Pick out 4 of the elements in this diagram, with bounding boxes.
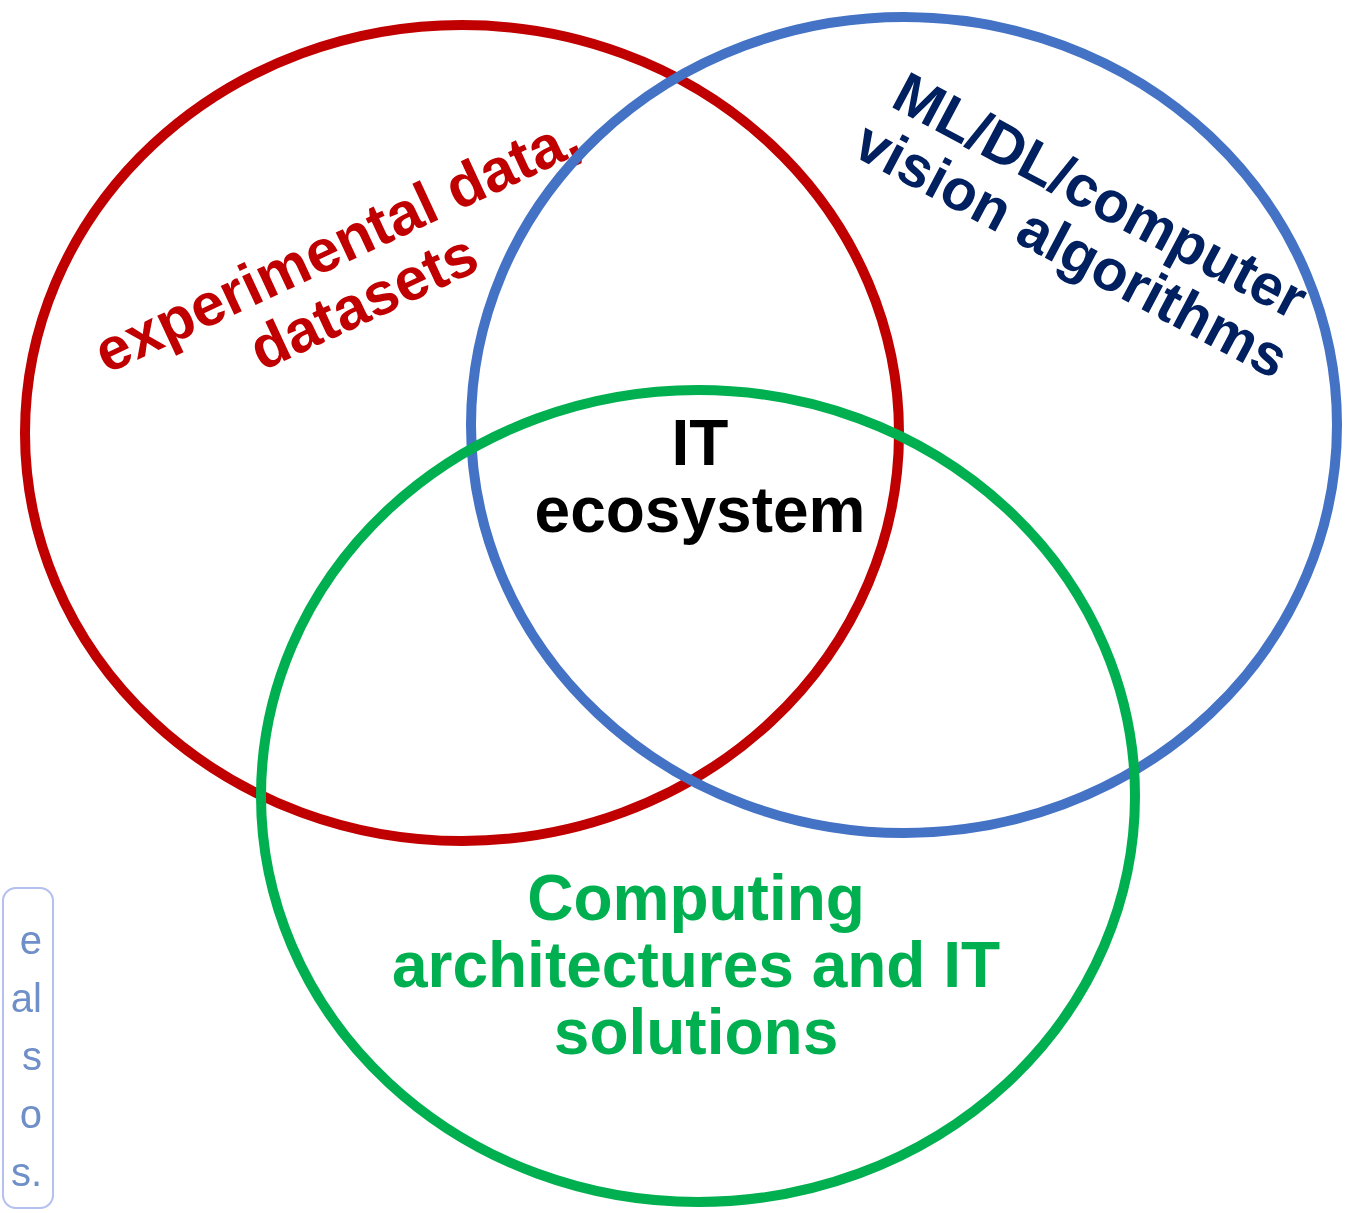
note-text: e al s o s. (9, 917, 42, 1196)
center-label: IT ecosystem (533, 410, 867, 545)
circle-label: Computing architectures and IT solutions (390, 865, 1002, 1067)
note-box (2, 887, 54, 1209)
